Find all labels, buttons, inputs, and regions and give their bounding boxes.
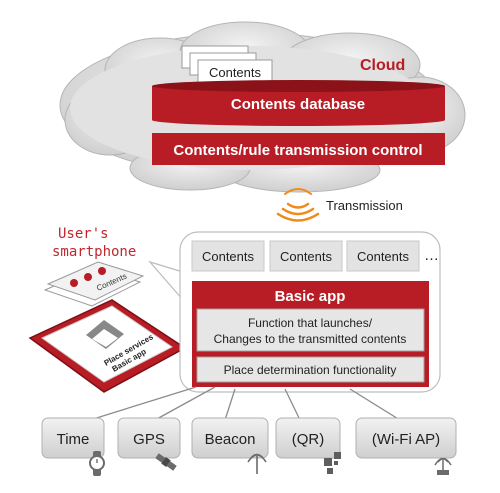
- transmission-label: Transmission: [326, 198, 403, 213]
- wifi-ap-icon: [434, 457, 452, 475]
- source-gps: GPS: [117, 417, 181, 471]
- beacon-antenna-icon: [247, 453, 267, 474]
- source-gps-label: GPS: [133, 431, 165, 448]
- app-dot-icon: [98, 267, 106, 275]
- transmission-control-box: Contents/rule transmission control: [152, 133, 445, 165]
- qr-code-icon: [324, 452, 341, 474]
- source-connectors: [89, 386, 401, 421]
- source-time-label: Time: [57, 431, 90, 448]
- contents-tab: [269, 240, 343, 272]
- contents-card-stack: Contents: [181, 45, 273, 85]
- place-determination-box: [196, 356, 425, 383]
- transmission-control-label: Contents/rule transmission control: [173, 142, 422, 159]
- source-wifi-ap: (Wi-Fi AP): [355, 417, 457, 475]
- contents-database-label: Contents database: [231, 96, 365, 113]
- contents-tab-label: Contents: [357, 249, 410, 264]
- smartphone-title-line2: smartphone: [52, 244, 136, 260]
- function-line2: Changes to the transmitted contents: [214, 332, 407, 346]
- function-box: [196, 308, 425, 352]
- place-determination-label: Place determination functionality: [224, 363, 397, 377]
- source-time: Time: [41, 417, 105, 476]
- bubble-pointer: [148, 260, 184, 302]
- function-line1: Function that launches/: [248, 316, 373, 330]
- smartphone-illustration: Contents Place services Basic app: [28, 261, 187, 393]
- source-qr-label: (QR): [292, 431, 325, 448]
- cloud-contents-card-label: Contents: [209, 65, 262, 80]
- phone-contents-stack: Contents: [43, 261, 145, 307]
- more-contents-ellipsis: …: [424, 247, 439, 264]
- source-qr: (QR): [275, 417, 341, 474]
- app-panel: Contents Contents Contents … Basic app F…: [179, 231, 441, 393]
- contents-tab: [191, 240, 265, 272]
- house-icon: [86, 320, 124, 349]
- smartphone-title-line1: User's: [58, 226, 109, 242]
- app-dot-icon: [84, 273, 92, 281]
- source-beacon: Beacon: [191, 417, 269, 474]
- contents-tab-label: Contents: [280, 249, 333, 264]
- source-beacon-label: Beacon: [205, 431, 256, 448]
- contents-tab: [346, 240, 420, 272]
- source-wifi-ap-label: (Wi-Fi AP): [372, 431, 440, 448]
- watch-icon: [89, 451, 105, 476]
- transmission-signal-icon: [276, 188, 320, 222]
- cloud: Contents Cloud Contents database Content…: [59, 21, 466, 193]
- contents-database: Contents database: [152, 80, 445, 126]
- app-dot-icon: [70, 279, 78, 287]
- cloud-label: Cloud: [360, 57, 405, 74]
- basic-app-title: Basic app: [275, 288, 346, 305]
- contents-tab-label: Contents: [202, 249, 255, 264]
- satellite-icon: [155, 453, 177, 471]
